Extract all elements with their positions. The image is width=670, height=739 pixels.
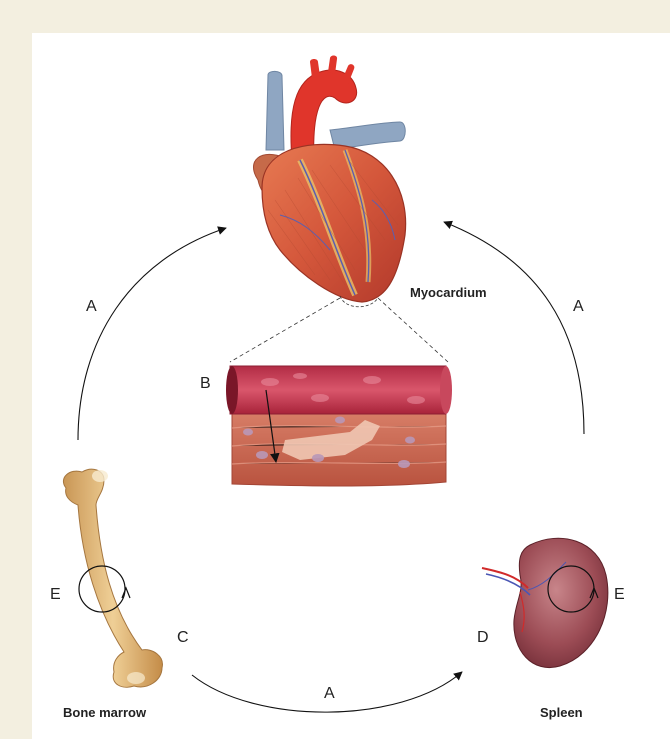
label-d: D	[477, 629, 489, 646]
label-a-bottom: A	[324, 685, 335, 702]
arrow-spleen-to-heart	[444, 222, 584, 434]
label-a-right: A	[573, 298, 584, 315]
vessel-tissue-illustration	[226, 366, 452, 486]
label-e-right: E	[614, 586, 625, 603]
spleen-label: Spleen	[540, 705, 583, 720]
myocardium-label: Myocardium	[410, 285, 487, 300]
zoom-line-left	[230, 298, 340, 362]
arrow-bone-to-heart	[78, 228, 226, 440]
label-b: B	[200, 375, 211, 392]
label-c: C	[177, 629, 189, 646]
heart-illustration	[253, 55, 405, 306]
zoom-line-right	[378, 298, 448, 362]
bone-illustration	[63, 469, 162, 687]
bone-marrow-label: Bone marrow	[63, 705, 147, 720]
label-a-left: A	[86, 298, 97, 315]
label-e-left: E	[50, 586, 61, 603]
